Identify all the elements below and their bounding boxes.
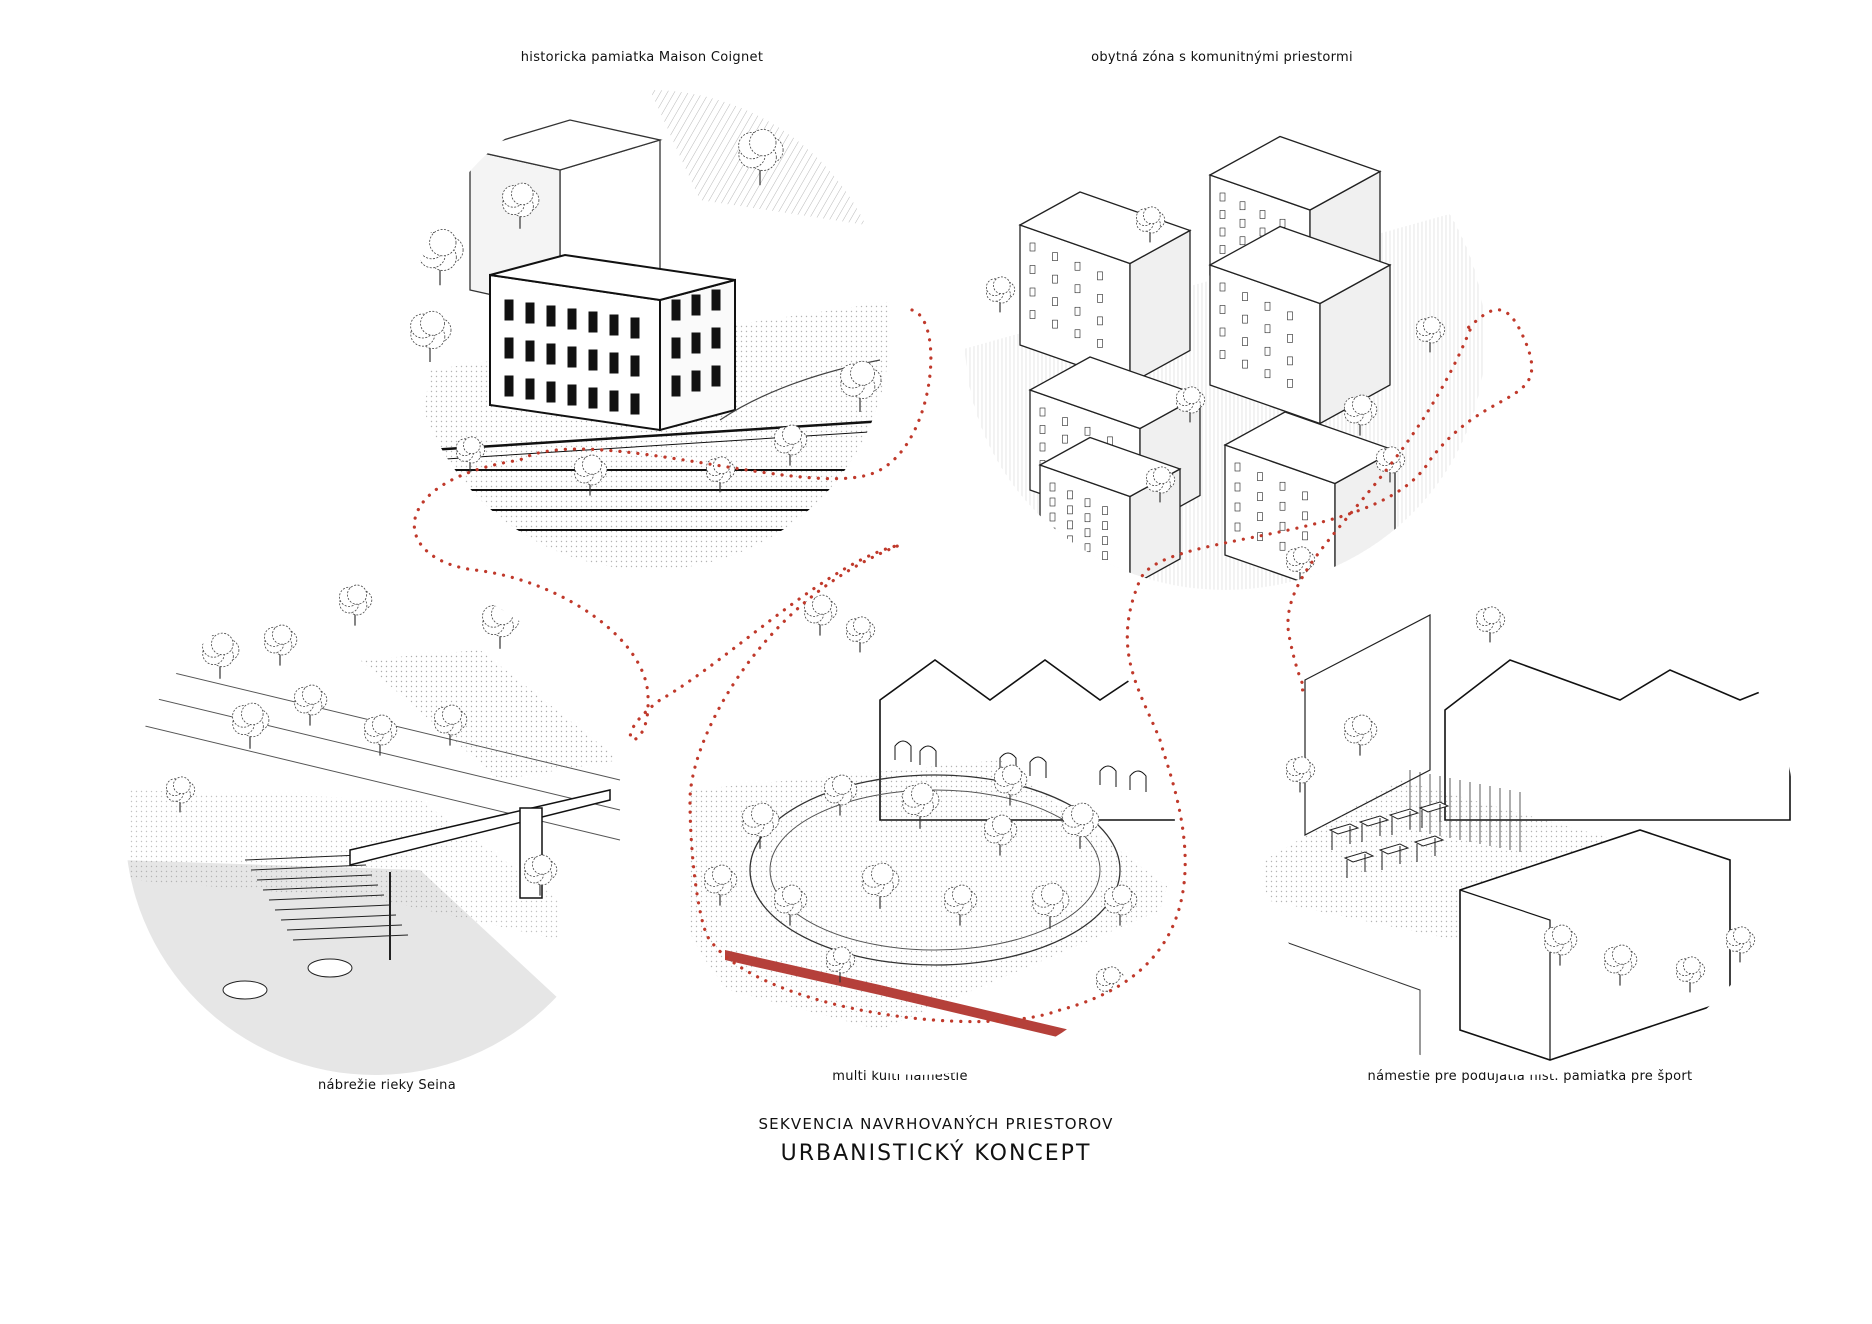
tree-icon xyxy=(524,854,558,896)
tree-icon xyxy=(202,632,240,679)
label-residential-zone: obytná zóna s komunitnými priestormi xyxy=(1091,50,1353,65)
tree-icon xyxy=(1104,884,1138,926)
tree-icon xyxy=(774,424,808,466)
tree-icon xyxy=(826,946,856,983)
tree-icon xyxy=(166,776,196,813)
tree-icon xyxy=(1176,386,1206,423)
tree-icon xyxy=(1062,802,1100,849)
tree-icon xyxy=(1344,394,1378,436)
residential-block xyxy=(1223,411,1397,590)
tree-icon xyxy=(418,229,464,286)
tree-icon xyxy=(1136,206,1166,243)
tree-icon xyxy=(232,702,270,749)
tree-icon xyxy=(862,862,900,909)
caption-title: URBANISTICKÝ KONCEPT xyxy=(780,1141,1092,1166)
tree-icon xyxy=(1476,606,1506,643)
tree-icon xyxy=(846,616,876,653)
label-seine-quay: nábrežie rieky Seina xyxy=(318,1078,456,1093)
tree-icon xyxy=(1376,446,1406,483)
residential-block xyxy=(1208,225,1392,425)
tree-icon xyxy=(502,182,540,229)
tree-icon xyxy=(456,436,486,473)
tree-icon xyxy=(742,802,780,849)
tree-icon xyxy=(1416,316,1446,353)
tree-icon xyxy=(294,684,328,726)
tree-icon xyxy=(1286,756,1316,793)
tree-icon xyxy=(984,814,1018,856)
red-dotted-route xyxy=(412,308,1534,1024)
tree-icon xyxy=(840,360,882,412)
tree-icon xyxy=(1544,924,1578,966)
tree-icon xyxy=(1146,466,1176,503)
tree-icon xyxy=(902,782,940,829)
vignette-maison-coignet xyxy=(410,90,890,570)
tree-icon xyxy=(264,624,298,666)
label-maison-coignet: historicka pamiatka Maison Coignet xyxy=(520,50,764,65)
tree-icon xyxy=(339,584,373,626)
tree-icon xyxy=(1344,714,1378,756)
tree-icon xyxy=(824,774,858,816)
tree-icon xyxy=(1032,882,1070,929)
tree-icon xyxy=(738,129,784,186)
tree-icon xyxy=(434,704,468,746)
tree-icon xyxy=(1726,926,1756,963)
tree-icon xyxy=(410,310,452,362)
caption-subtitle: SEKVENCIA NAVRHOVANÝCH PRIESTOROV xyxy=(758,1115,1114,1133)
residential-block xyxy=(1018,191,1192,385)
vignette-multi-kulti-square xyxy=(665,575,1175,1075)
tree-icon xyxy=(704,864,738,906)
tree-icon xyxy=(804,594,838,636)
tree-icon xyxy=(574,454,608,496)
vignette-seine-quay xyxy=(125,575,625,1075)
tree-icon xyxy=(944,884,978,926)
vignette-residential-zone xyxy=(965,90,1485,590)
tree-icon xyxy=(1676,956,1706,993)
tree-icon xyxy=(810,110,852,162)
tree-icon xyxy=(994,764,1028,806)
tree-icon xyxy=(706,456,736,493)
label-sport-square: námestie pre podujatia hist. pamiatka pr… xyxy=(1367,1069,1693,1084)
tree-icon xyxy=(774,884,808,926)
tree-icon xyxy=(1604,944,1638,986)
vignette-sport-square xyxy=(1255,565,1795,1075)
tree-icon xyxy=(986,276,1016,313)
tree-icon xyxy=(364,714,398,756)
